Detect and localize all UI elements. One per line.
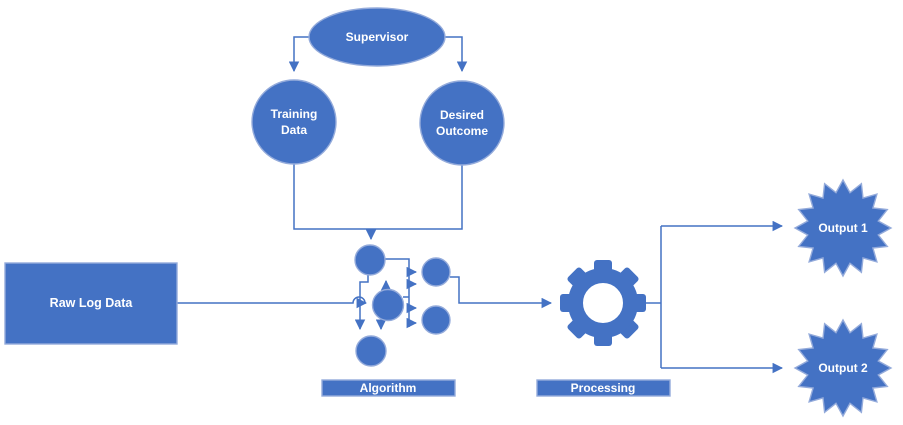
connector-rawlog-algorithm	[177, 296, 368, 309]
starburst-shape	[793, 178, 893, 278]
gear-body	[568, 268, 638, 338]
neuron-circle	[354, 244, 386, 276]
desired-outcome-node	[419, 80, 505, 166]
neuron-link	[354, 274, 369, 331]
output-2-node	[793, 318, 893, 418]
starburst-shape	[793, 318, 893, 418]
output-1-node	[793, 178, 893, 278]
raw-log-data-node	[4, 262, 178, 345]
connector-algorithm-processing	[450, 276, 553, 309]
supervisor-node	[308, 7, 446, 67]
gear-icon	[560, 260, 646, 346]
algorithm-label-bar	[321, 379, 456, 397]
connector-supervisor-training	[288, 36, 309, 73]
connectors	[177, 36, 784, 374]
neuron-circle	[371, 288, 405, 322]
neuron-circle	[421, 257, 451, 287]
connector-circles-join	[293, 164, 463, 230]
neural-network-icon	[354, 244, 451, 367]
neuron-circle	[355, 335, 387, 367]
processing-label-bar	[536, 379, 671, 397]
training-data-node	[251, 79, 337, 165]
neuron-circle	[421, 305, 451, 335]
connector-supervisor-desired	[445, 36, 468, 73]
